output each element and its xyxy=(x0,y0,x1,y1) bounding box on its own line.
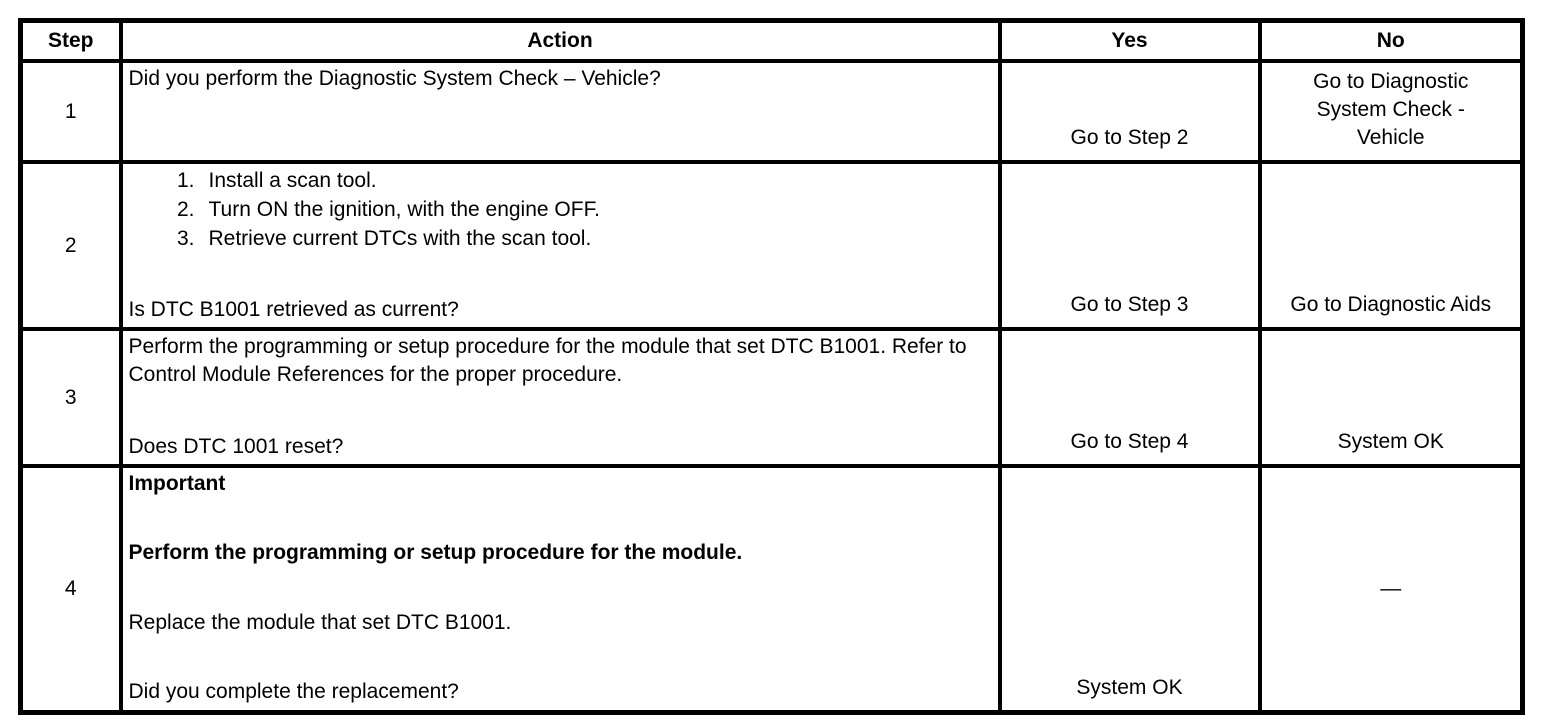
action-bold-instruction: Perform the programming or setup procedu… xyxy=(128,541,743,565)
important-label: Important xyxy=(128,472,226,495)
yes-text: Go to Step 4 xyxy=(1070,430,1189,453)
table-header-row: Step Action Yes No xyxy=(18,18,1525,63)
column-header-yes: Yes xyxy=(997,18,1262,63)
list-item: 1. Install a scan tool. xyxy=(129,166,988,195)
yes-text: Go to Step 2 xyxy=(1070,126,1189,149)
action-cell: Perform the programming or setup procedu… xyxy=(118,327,1002,468)
list-item-text: Retrieve current DTCs with the scan tool… xyxy=(208,227,592,250)
column-header-no: No xyxy=(1257,18,1525,63)
diagnostic-step-table: Step Action Yes No 1 Did you perform the… xyxy=(18,18,1525,715)
step-number-cell: 1 xyxy=(18,59,123,164)
action-text: Did you perform the Diagnostic System Ch… xyxy=(128,67,661,90)
step-number-cell: 2 xyxy=(18,160,123,331)
action-cell: Did you perform the Diagnostic System Ch… xyxy=(118,59,1002,164)
list-item-number: 2. xyxy=(176,198,195,221)
action-instruction: Replace the module that set DTC B1001. xyxy=(128,610,512,634)
no-dash-text: — xyxy=(1380,576,1402,600)
table-row-step-4: 4 Important Perform the programming or s… xyxy=(18,464,1525,714)
table-row-step-3: 3 Perform the programming or setup proce… xyxy=(18,327,1525,468)
yes-text: Go to Step 3 xyxy=(1070,293,1189,316)
action-text: Perform the programming or setup procedu… xyxy=(128,335,967,386)
list-item: 3. Retrieve current DTCs with the scan t… xyxy=(129,224,988,253)
action-question: Is DTC B1001 retrieved as current? xyxy=(128,298,459,321)
action-question: Does DTC 1001 reset? xyxy=(128,435,344,458)
step-number-cell: 3 xyxy=(18,327,123,468)
action-question: Did you complete the replacement? xyxy=(128,679,459,703)
action-numbered-list: 1. Install a scan tool. 2. Turn ON the i… xyxy=(129,166,988,253)
list-item-text: Install a scan tool. xyxy=(208,169,377,192)
no-cell: Go to Diagnostic Aids xyxy=(1257,160,1525,331)
yes-cell: Go to Step 4 xyxy=(997,327,1262,468)
yes-cell: Go to Step 2 xyxy=(997,59,1262,164)
no-cell: — xyxy=(1257,464,1525,714)
list-item-number: 3. xyxy=(176,227,195,250)
no-text: Go to Diagnostic System Check - Vehicle xyxy=(1313,70,1469,149)
list-item-text: Turn ON the ignition, with the engine OF… xyxy=(208,198,600,221)
yes-text: System OK xyxy=(1076,675,1183,699)
column-header-action: Action xyxy=(118,18,1002,63)
yes-cell: System OK xyxy=(997,464,1262,714)
table-row-step-2: 2 1. Install a scan tool. 2. Turn ON the… xyxy=(18,160,1525,331)
action-cell: Important Perform the programming or set… xyxy=(118,464,1002,714)
no-text: Go to Diagnostic Aids xyxy=(1290,293,1492,316)
list-item: 2. Turn ON the ignition, with the engine… xyxy=(129,195,988,224)
action-cell: 1. Install a scan tool. 2. Turn ON the i… xyxy=(118,160,1002,331)
no-cell: Go to Diagnostic System Check - Vehicle xyxy=(1257,59,1525,164)
step-number-cell: 4 xyxy=(18,464,123,714)
no-cell: System OK xyxy=(1257,327,1525,468)
list-item-number: 1. xyxy=(176,169,195,192)
yes-cell: Go to Step 3 xyxy=(997,160,1262,331)
no-text: System OK xyxy=(1337,430,1444,453)
column-header-step: Step xyxy=(18,18,123,63)
table-row-step-1: 1 Did you perform the Diagnostic System … xyxy=(18,59,1525,164)
